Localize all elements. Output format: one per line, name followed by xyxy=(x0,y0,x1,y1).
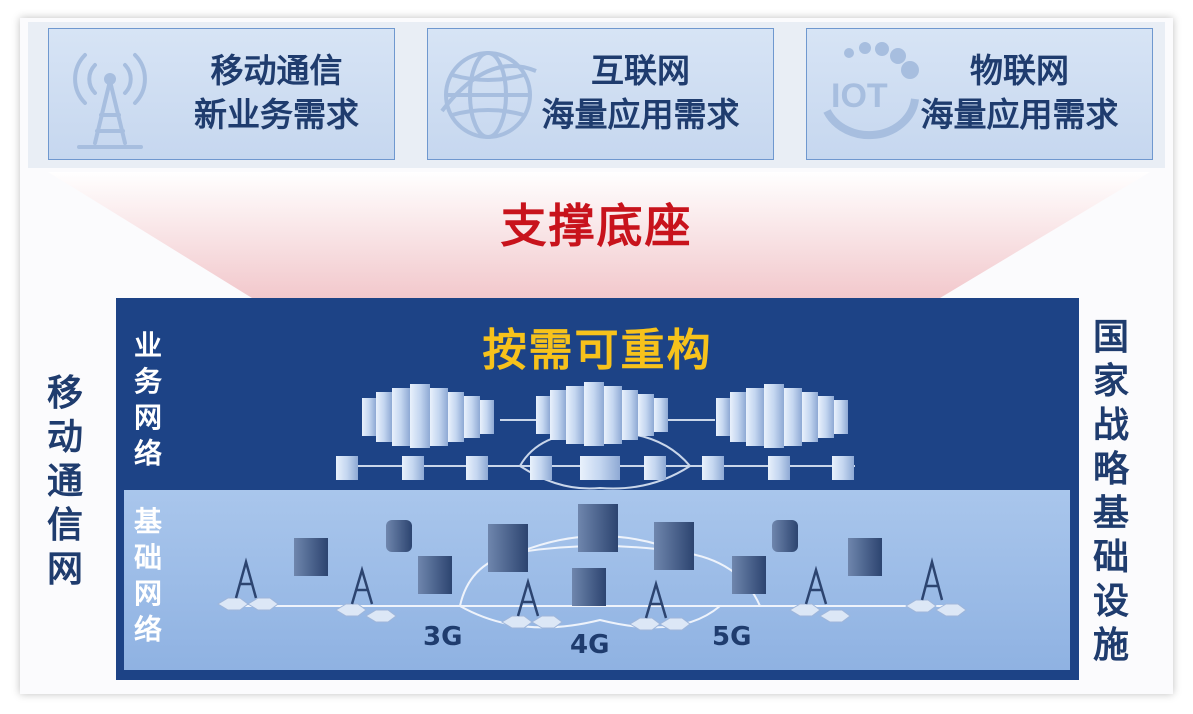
label-char: 基 xyxy=(133,505,162,538)
label-char: 业 xyxy=(133,329,162,362)
iot-icon-text: IOT xyxy=(831,77,888,115)
gen-3g-label: 3G xyxy=(423,622,463,652)
card-line2: 新业务需求 xyxy=(194,95,359,134)
side-char: 施 xyxy=(1092,625,1129,666)
label-char: 网 xyxy=(133,577,162,610)
card-line1: 移动通信 xyxy=(210,51,343,90)
small-servers xyxy=(336,456,854,480)
label-char: 网 xyxy=(133,401,162,434)
card-line1: 互联网 xyxy=(591,51,690,90)
card-internet-text: 互联网 海量应用需求 xyxy=(508,49,773,137)
side-char: 网 xyxy=(46,549,83,590)
cell-towers xyxy=(234,557,944,619)
label-char: 务 xyxy=(133,365,162,398)
side-char: 略 xyxy=(1092,449,1129,490)
core-servers xyxy=(488,504,694,572)
card-mobile-demand: 移动通信 新业务需求 xyxy=(48,28,395,160)
side-char: 设 xyxy=(1092,581,1129,622)
label-char: 络 xyxy=(133,437,162,470)
label-char: 础 xyxy=(133,541,162,574)
card-iot-text: 物联网 海量应用需求 xyxy=(887,49,1152,137)
card-iot-demand: IOT 物联网 海量应用需求 xyxy=(806,28,1153,160)
card-internet-demand: 互联网 海量应用需求 xyxy=(427,28,774,160)
service-network-label: 业 务 网 络 xyxy=(128,328,168,472)
support-title: 支撑底座 xyxy=(500,199,693,253)
server-cluster-right xyxy=(716,384,848,448)
gen-4g-label: 4G xyxy=(570,630,610,660)
mobile-network-label: 移 动 通 信 网 xyxy=(40,372,90,592)
card-line2: 海量应用需求 xyxy=(920,95,1119,134)
database-cylinders xyxy=(386,520,798,552)
side-char: 国 xyxy=(1092,317,1129,358)
side-char: 通 xyxy=(46,461,83,502)
card-mobile-text: 移动通信 新业务需求 xyxy=(159,49,394,137)
globe-icon xyxy=(440,51,537,139)
base-network-label: 基 础 网 络 xyxy=(128,504,168,648)
card-line2: 海量应用需求 xyxy=(541,95,740,134)
router-devices xyxy=(294,538,882,606)
side-char: 础 xyxy=(1092,537,1129,578)
iot-icon: IOT xyxy=(823,42,919,140)
server-cluster-left xyxy=(362,384,494,448)
label-char: 络 xyxy=(133,613,162,646)
side-char: 移 xyxy=(46,373,83,414)
side-char: 家 xyxy=(1092,361,1129,402)
national-infrastructure-label: 国 家 战 略 基 础 设 施 xyxy=(1086,316,1136,668)
card-line1: 物联网 xyxy=(970,51,1069,90)
antenna-icon xyxy=(73,53,147,149)
server-cluster-center xyxy=(536,382,668,446)
side-char: 信 xyxy=(46,505,83,546)
reconfigurable-title: 按需可重构 xyxy=(482,325,713,376)
side-char: 动 xyxy=(46,417,83,458)
gen-5g-label: 5G xyxy=(712,622,752,652)
side-char: 战 xyxy=(1092,405,1129,446)
side-char: 基 xyxy=(1092,493,1129,534)
hex-cells xyxy=(217,597,967,631)
